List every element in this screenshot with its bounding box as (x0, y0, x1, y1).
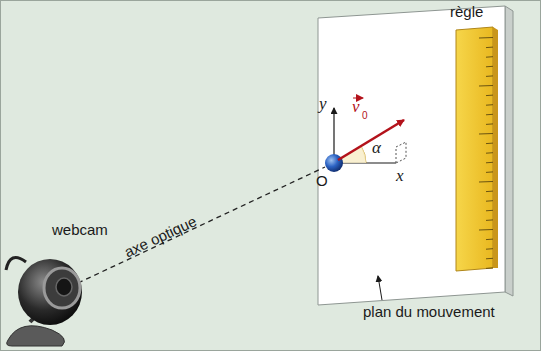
ruler-tick (486, 210, 493, 212)
webcam-symbol (6, 258, 82, 347)
ruler-tick (486, 258, 493, 260)
angle-label: α (372, 139, 381, 158)
ruler-tick (486, 267, 493, 269)
ruler-tick (486, 239, 493, 241)
axis-label: x (396, 167, 404, 186)
axis-label: y (319, 95, 327, 114)
ruler-tick (486, 248, 493, 250)
ruler-tick (486, 123, 493, 125)
vector-subscript: 0 (362, 110, 368, 121)
ruler-tick (486, 66, 493, 68)
ruler-tick (479, 229, 493, 231)
ruler-tick (486, 162, 493, 164)
ruler-tick (479, 181, 493, 183)
ruler-tick (486, 143, 493, 145)
ruler-tick (486, 56, 493, 58)
ruler-tick (479, 85, 493, 87)
ruler-label: règle (450, 4, 483, 21)
panel-label: plan du mouvement (363, 304, 495, 321)
ruler-tick (486, 200, 493, 202)
ruler-tick (486, 104, 493, 106)
ruler-tick (486, 219, 493, 221)
ruler-tick (486, 171, 493, 173)
vector-label: v (352, 98, 360, 117)
webcam-label: webcam (52, 222, 108, 239)
ruler-tick (486, 114, 493, 116)
ruler-tick (479, 133, 493, 135)
ruler-tick (486, 95, 493, 97)
ruler-tick (486, 191, 493, 193)
ruler-tick (486, 152, 493, 154)
ruler-tick (486, 75, 493, 77)
origin-label: O (316, 173, 328, 190)
ruler-tick (486, 47, 493, 49)
ruler-tick (479, 37, 493, 39)
